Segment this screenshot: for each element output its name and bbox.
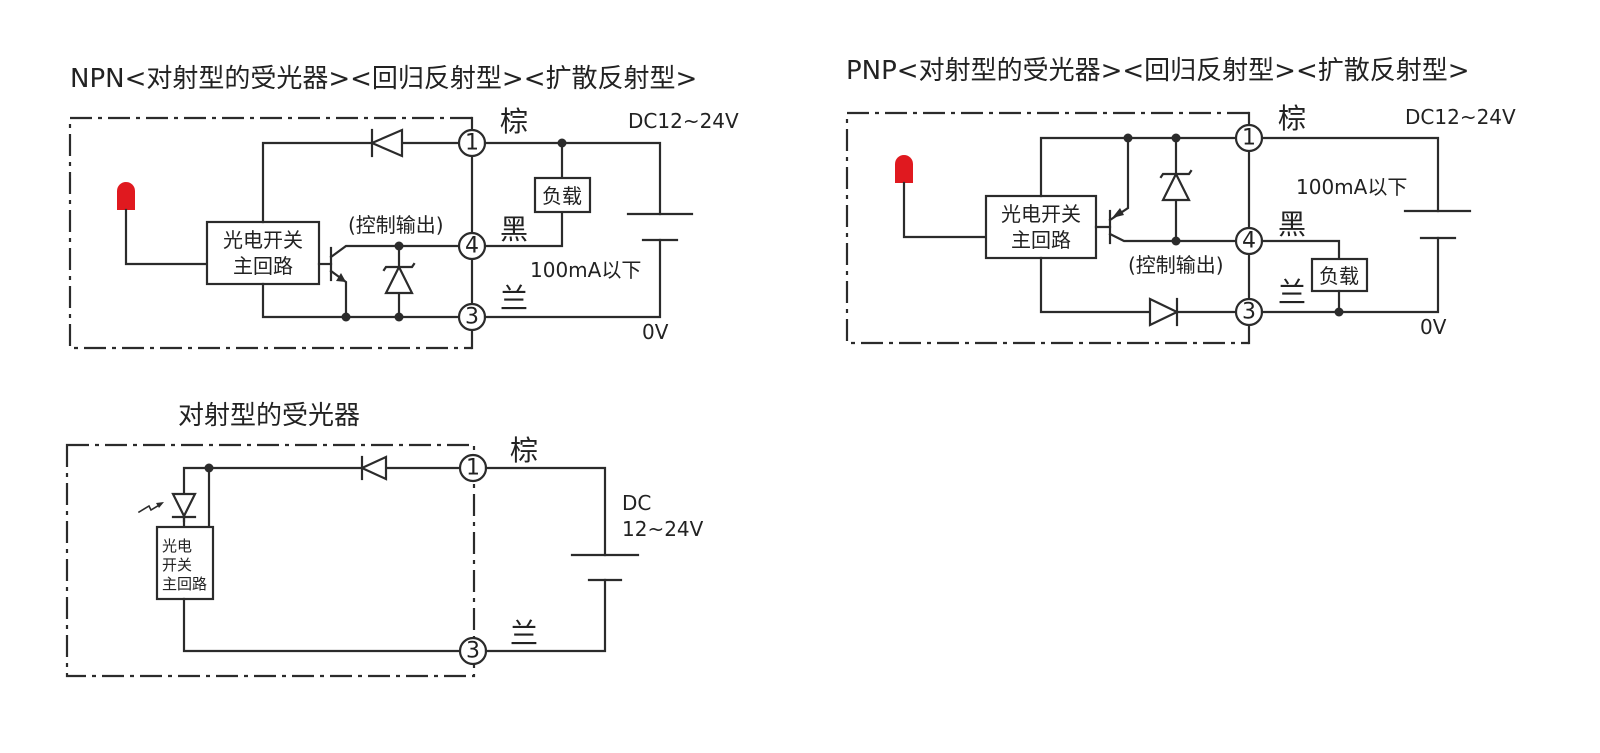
pnp-box-line1: 光电开关 [1001,202,1081,226]
receiver-battery-icon [570,553,640,582]
pnp-led-icon [895,155,913,183]
svg-text:1: 1 [465,131,479,156]
npn-diode-icon [369,128,404,158]
pnp-load: 负载 [1319,264,1359,288]
receiver-wire-brown: 棕 [510,434,538,467]
receiver-box-line2: 开关 [162,556,192,574]
npn-control-output: (控制输出) [348,213,444,237]
npn-led-icon [117,182,135,210]
svg-text:4: 4 [465,234,479,259]
svg-text:1: 1 [466,456,480,481]
photodiode-icon [171,492,197,529]
pnp-zero-volt: 0V [1420,315,1447,339]
npn-wire-brown: 棕 [500,105,528,138]
receiver-enclosure [65,443,476,678]
npn-box-line1: 光电开关 [223,228,303,252]
pnp-battery-icon [1403,209,1472,240]
light-arrow-icon [137,502,164,514]
receiver-supply-line1: DC [622,491,651,515]
npn-title: NPN<对射型的受光器><回归反射型><扩散反射型> [70,64,697,94]
pnp-enclosure [845,111,1249,345]
svg-text:4: 4 [1242,229,1256,254]
pnp-transistor-icon [1094,136,1239,245]
receiver-main-circuit-box [155,525,215,601]
npn-transistor-icon [317,244,462,319]
pnp-current: 100mA以下 [1296,175,1407,199]
npn-load-box [533,176,592,214]
pnp-wire-blue: 兰 [1278,276,1306,309]
receiver-box-line3: 主回路 [162,575,207,593]
svg-text:1: 1 [1242,126,1256,151]
npn-enclosure [68,116,472,350]
pnp-zener-diode-icon [1159,136,1193,243]
npn-load: 负载 [542,184,582,208]
receiver-wire-blue: 兰 [510,617,538,650]
pnp-diagram: PNP<对射型的受光器><回归反射型><扩散反射型> 光电开关 主回路 [845,56,1516,345]
svg-text:3: 3 [1242,300,1256,325]
svg-text:3: 3 [465,305,479,330]
npn-wire-blue: 兰 [500,282,528,315]
pnp-wire-black: 黑 [1278,208,1306,241]
npn-zener-diode-icon [382,244,416,319]
npn-current: 100mA以下 [530,258,641,282]
npn-battery-icon [626,212,694,242]
npn-box-line2: 主回路 [233,254,293,278]
pnp-control-output: (控制输出) [1128,253,1224,277]
npn-supply: DC12~24V [628,109,739,133]
svg-text:3: 3 [466,639,480,664]
pnp-title: PNP<对射型的受光器><回归反射型><扩散反射型> [846,56,1470,86]
receiver-diagram: 对射型的受光器 光电 开关 主回路 1 3 [65,401,704,678]
npn-diagram: NPN<对射型的受光器><回归反射型><扩散反射型> 光电开关 主回路 [68,64,739,350]
npn-zero-volt: 0V [642,320,669,344]
pnp-box-line2: 主回路 [1011,228,1071,252]
receiver-diode-icon [359,455,388,481]
receiver-supply-line2: 12~24V [622,517,704,541]
receiver-box-line1: 光电 [162,537,192,555]
pnp-wire-brown: 棕 [1278,102,1306,135]
pnp-supply: DC12~24V [1405,105,1516,129]
receiver-title: 对射型的受光器 [178,401,360,431]
npn-wire-black: 黑 [500,213,528,246]
pnp-diode-icon [1148,297,1180,327]
